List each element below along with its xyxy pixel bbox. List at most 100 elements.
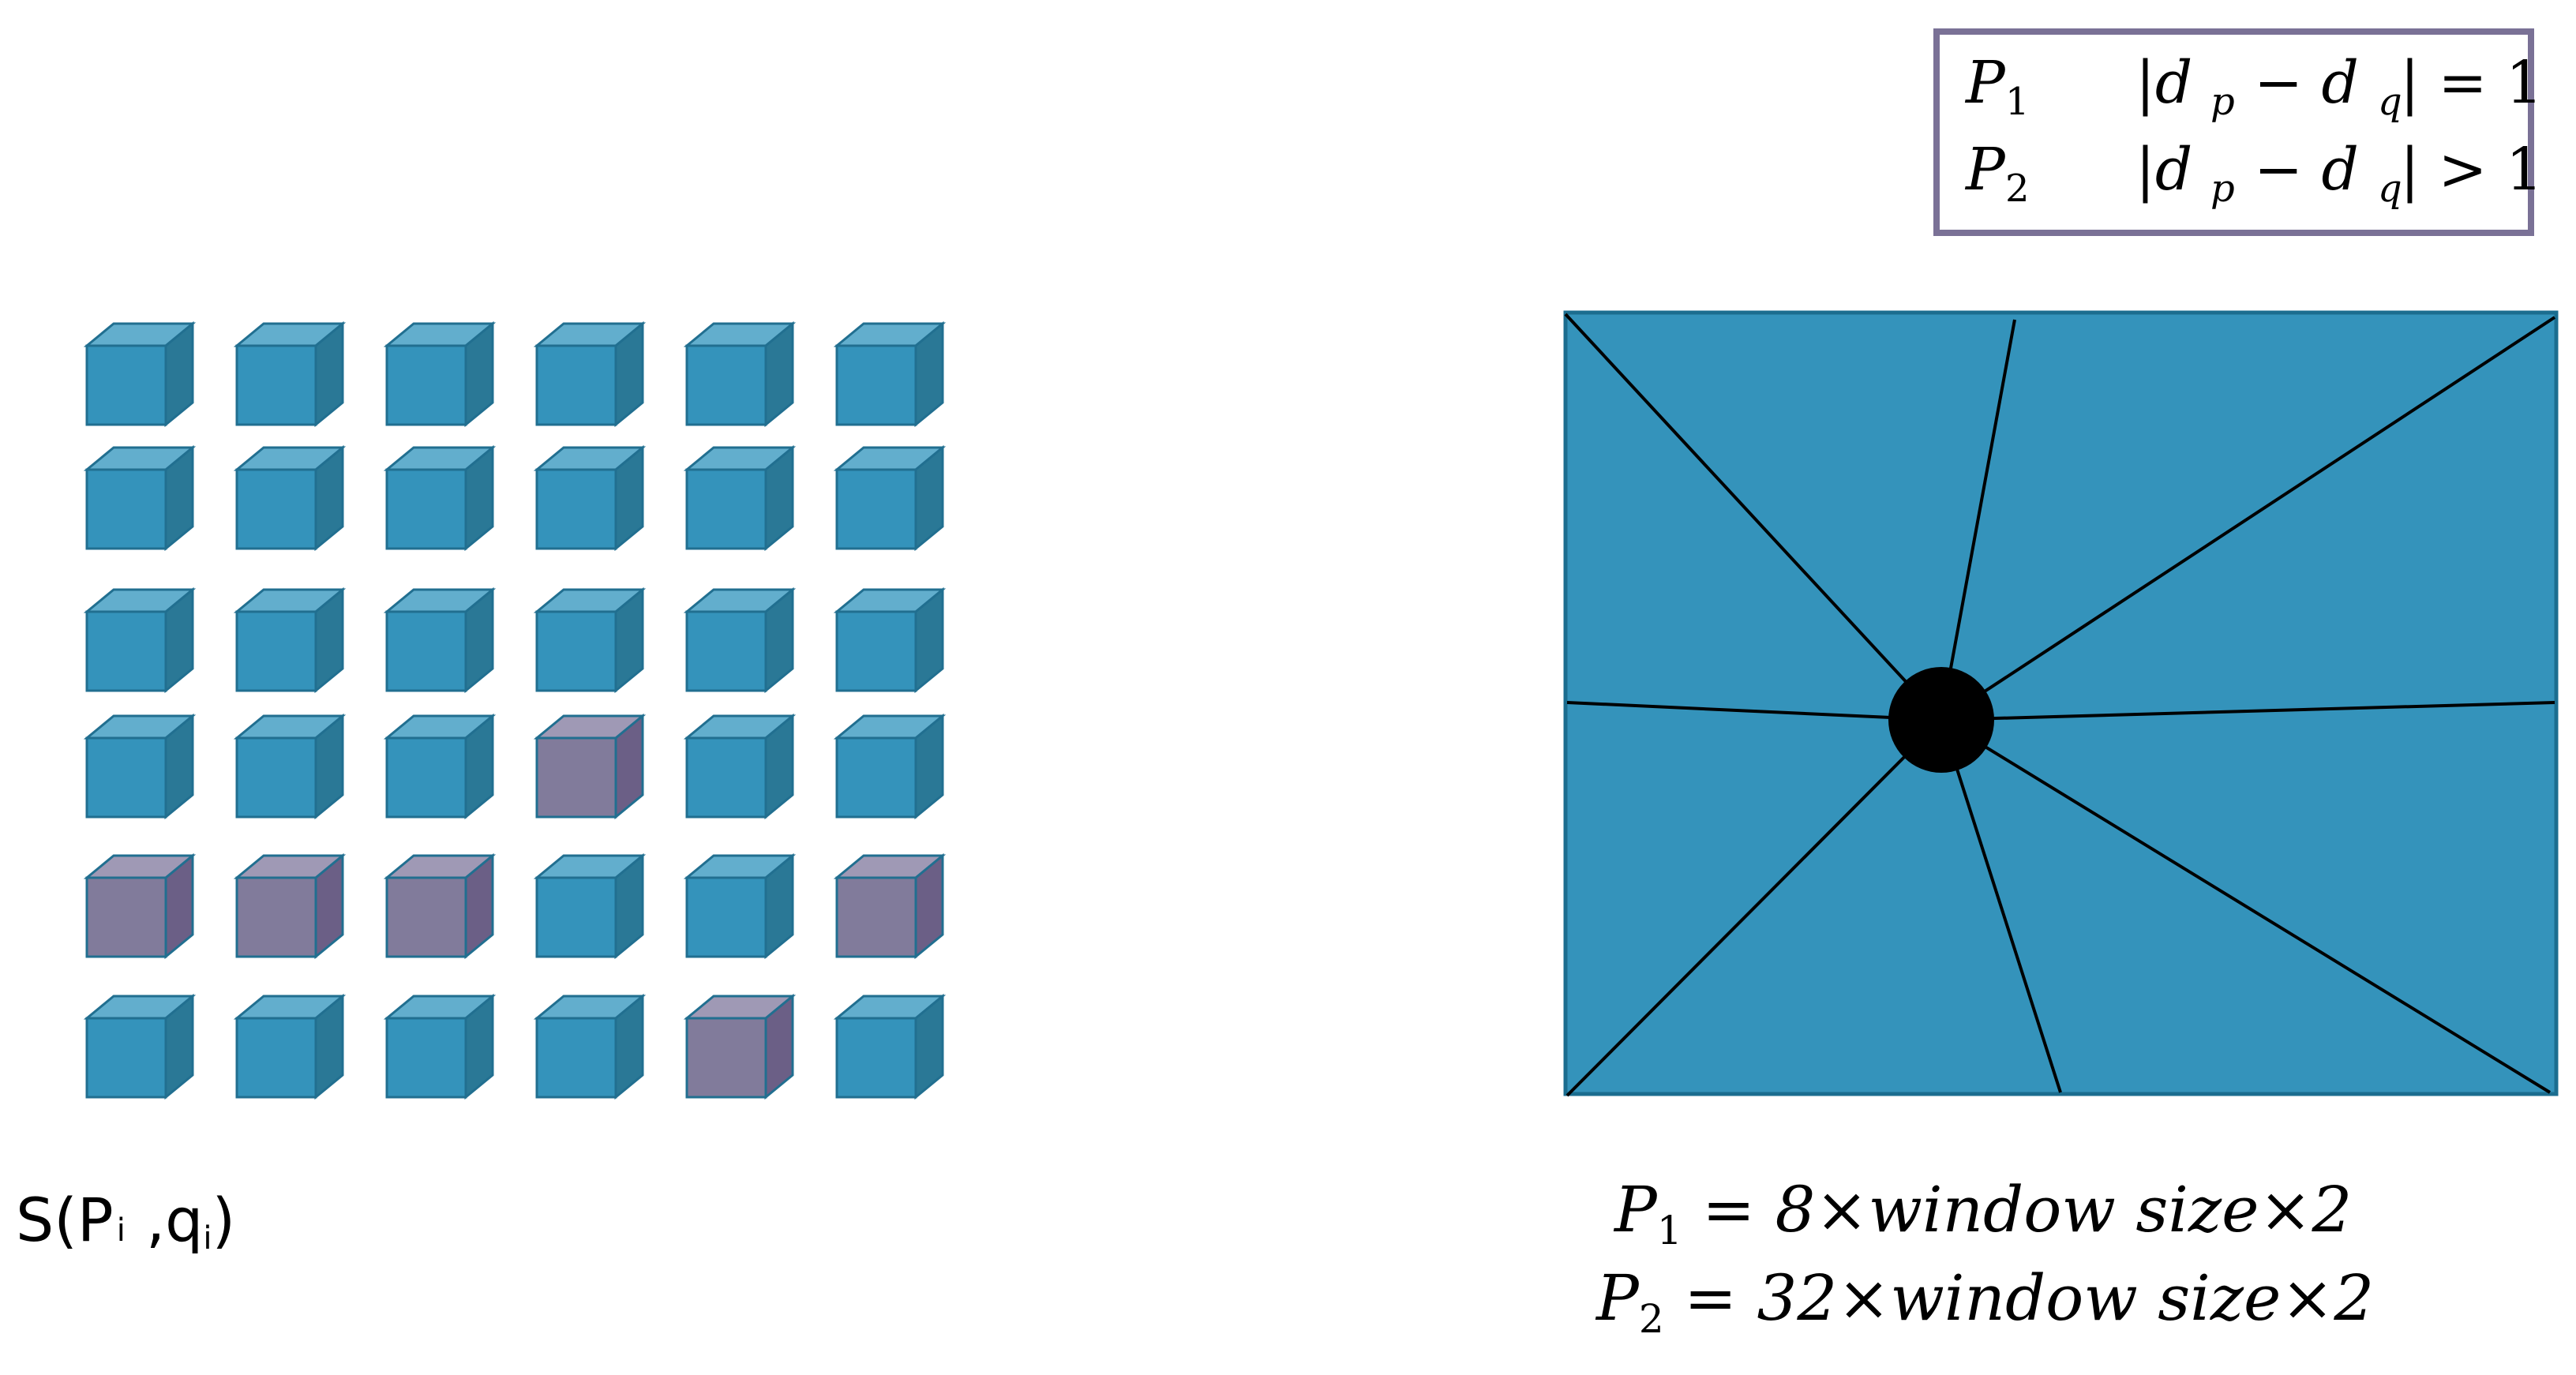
cube-front-face <box>235 610 317 692</box>
cube-front-face <box>535 610 617 692</box>
cube-front-face <box>835 1017 917 1099</box>
formulas: P1 = 8×window size×2 P2 = 32×window size… <box>1595 1173 2374 1342</box>
cube-r3-c2 <box>383 713 497 820</box>
cube-front-face <box>835 610 917 692</box>
grid-label-suffix: ) <box>212 1185 236 1255</box>
cube-front-face <box>535 468 617 550</box>
legend-row-p1: P 1 |d p − d q | = 1 <box>1964 49 2543 124</box>
cube-front-face <box>535 1017 617 1099</box>
cube-r2-c5 <box>833 586 947 694</box>
cube-front-face <box>385 468 467 550</box>
cube-front-face <box>235 344 317 426</box>
cube-front-face <box>385 876 467 958</box>
legend-p1-abs-open: |d <box>2135 49 2192 117</box>
cube-r1-c4 <box>683 444 797 552</box>
formula-p2: P2 = 32×window size×2 <box>1595 1261 2374 1342</box>
cube-front-face <box>85 736 167 819</box>
cube-front-face <box>385 344 467 426</box>
cube-front-face <box>685 610 767 692</box>
cube-front-face <box>685 1017 767 1099</box>
grid-label-mid: ,q <box>127 1185 204 1255</box>
cube-r2-c0 <box>83 586 197 694</box>
cube-r1-c0 <box>83 444 197 552</box>
cube-front-face <box>685 876 767 958</box>
radial-line-top-right <box>1940 316 2556 721</box>
formula-p1-subscript: 1 <box>1657 1208 1682 1253</box>
legend-p1-minus-d: − d <box>2254 49 2359 117</box>
cube-r3-c4 <box>683 713 797 820</box>
cube-r5-c5 <box>833 993 947 1100</box>
legend-p2-dq-sub: q <box>2378 167 2402 211</box>
cube-front-face <box>235 736 317 819</box>
cube-front-face <box>235 468 317 550</box>
cube-highlighted-r4-c5 <box>833 852 947 960</box>
cube-r2-c4 <box>683 586 797 694</box>
cube-r5-c3 <box>533 993 647 1100</box>
formula-p1-symbol: P <box>1613 1173 1658 1246</box>
cube-front-face <box>85 344 167 426</box>
grid-label-sub2: i <box>203 1220 212 1257</box>
cube-r0-c4 <box>683 320 797 428</box>
cube-r5-c1 <box>233 993 347 1100</box>
cube-r5-c0 <box>83 993 197 1100</box>
cube-r2-c1 <box>233 586 347 694</box>
cube-front-face <box>685 344 767 426</box>
formula-p2-symbol: P <box>1595 1261 1640 1335</box>
cube-highlighted-r4-c0 <box>83 852 197 960</box>
cube-front-face <box>385 736 467 819</box>
aggregation-panel <box>1563 310 2559 1097</box>
legend-row-p2: P 2 |d p − d q | > 1 <box>1964 136 2543 211</box>
legend-p2-relation: | > 1 <box>2400 136 2543 204</box>
radial-line-bottom-left <box>1565 718 1943 1097</box>
cube-r3-c5 <box>833 713 947 820</box>
cube-highlighted-r3-c3 <box>533 713 647 820</box>
legend-p1-dp-sub: p <box>2210 80 2235 124</box>
radial-line-left <box>1566 701 1942 721</box>
cube-r0-c0 <box>83 320 197 428</box>
cube-front-face <box>835 344 917 426</box>
legend-p2-subscript: 2 <box>2005 167 2030 211</box>
radial-line-top <box>1940 319 2016 721</box>
cube-front-face <box>535 344 617 426</box>
cube-front-face <box>835 876 917 958</box>
cube-front-face <box>85 876 167 958</box>
legend-p1-symbol: P <box>1964 49 2006 117</box>
formula-p1-expression: = 8×window size×2 <box>1682 1173 2353 1246</box>
cube-r0-c3 <box>533 320 647 428</box>
radial-line-right <box>1940 701 2555 721</box>
legend-p2-minus-d: − d <box>2254 136 2359 204</box>
cube-r2-c2 <box>383 586 497 694</box>
cube-highlighted-r5-c4 <box>683 993 797 1100</box>
cube-r1-c5 <box>833 444 947 552</box>
radial-lines <box>1564 313 2556 1097</box>
radial-line-top-left <box>1564 313 1943 721</box>
legend-p1-relation: | = 1 <box>2400 49 2543 117</box>
center-pixel-dot <box>1888 667 1994 773</box>
formula-p2-expression: = 32×window size×2 <box>1664 1261 2375 1335</box>
cube-front-face <box>535 736 617 819</box>
legend-box: P 1 |d p − d q | = 1 P 2 |d p − d q | > … <box>1933 28 2543 236</box>
legend-border <box>1933 28 2534 236</box>
cube-front-face <box>685 736 767 819</box>
cube-highlighted-r4-c1 <box>233 852 347 960</box>
cube-front-face <box>85 468 167 550</box>
cube-r0-c2 <box>383 320 497 428</box>
cube-r4-c4 <box>683 852 797 960</box>
grid-label-sub1: i <box>117 1212 126 1249</box>
legend-p1-subscript: 1 <box>2005 80 2030 124</box>
legend-p2-abs-open: |d <box>2135 136 2192 204</box>
cube-front-face <box>235 876 317 958</box>
cube-r3-c0 <box>83 713 197 820</box>
cube-front-face <box>385 1017 467 1099</box>
cube-r4-c3 <box>533 852 647 960</box>
cube-front-face <box>235 1017 317 1099</box>
cube-front-face <box>685 468 767 550</box>
cube-r1-c1 <box>233 444 347 552</box>
cube-r0-c1 <box>233 320 347 428</box>
cube-r1-c2 <box>383 444 497 552</box>
cube-front-face <box>385 610 467 692</box>
panel-background <box>1563 310 2559 1096</box>
radial-line-bottom <box>1940 719 2062 1093</box>
